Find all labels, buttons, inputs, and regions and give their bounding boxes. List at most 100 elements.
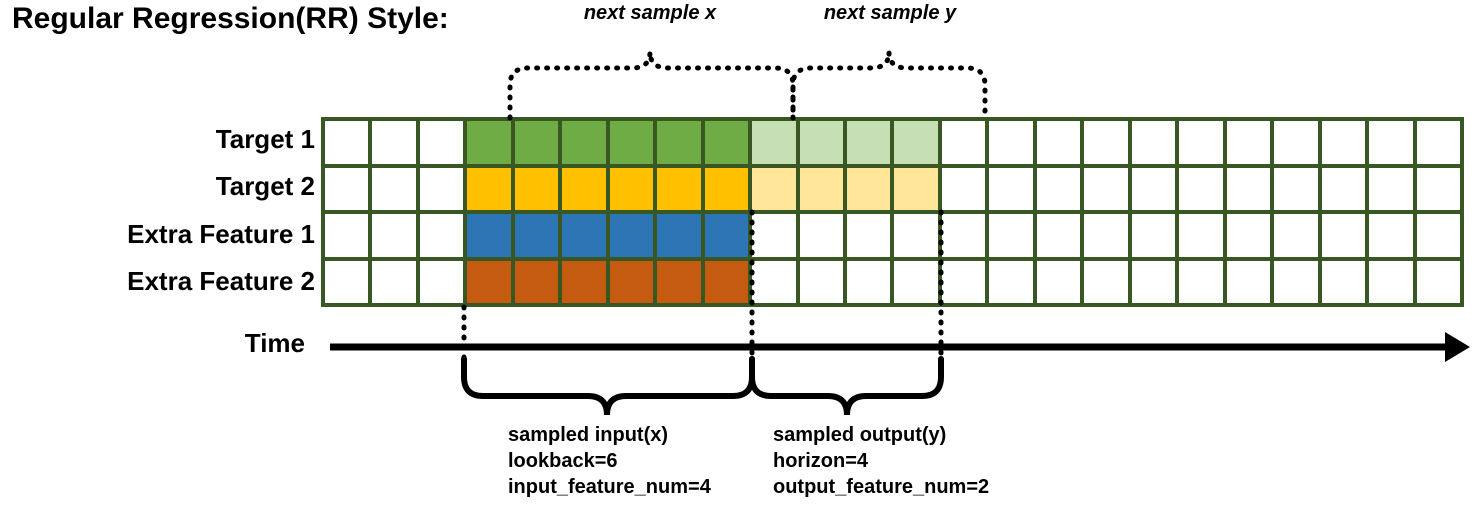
grid-cell-target-2-6-input bbox=[609, 167, 654, 210]
grid-cell-extra-feature-1-18-empty bbox=[1179, 214, 1223, 257]
grid-cell-target-2-4-input bbox=[514, 167, 559, 210]
grid-cell-target-1-11-output bbox=[847, 121, 891, 164]
time-axis-label: Time bbox=[244, 328, 305, 358]
grid-cell-extra-feature-2-3-input bbox=[467, 260, 511, 303]
grid-cell-target-2-5-input bbox=[562, 167, 606, 210]
grid-cell-extra-feature-1-5-input bbox=[562, 214, 606, 257]
grid-cell-extra-feature-2-11-empty bbox=[847, 260, 891, 303]
grid-cell-target-2-20-empty bbox=[1274, 167, 1318, 210]
grid-cell-extra-feature-2-18-empty bbox=[1179, 260, 1223, 303]
grid-cell-target-1-23-empty bbox=[1416, 121, 1460, 164]
grid-cell-target-1-18-empty bbox=[1179, 121, 1223, 164]
grid-cell-target-1-16-empty bbox=[1084, 121, 1128, 164]
grid-cell-extra-feature-1-16-empty bbox=[1084, 214, 1128, 257]
grid-cell-target-2-13-empty bbox=[941, 167, 986, 210]
grid-cell-extra-feature-2-23-empty bbox=[1416, 260, 1460, 303]
grid-cell-target-2-17-empty bbox=[1131, 167, 1176, 210]
grid-cell-target-1-1-empty bbox=[372, 121, 416, 164]
grid-cell-target-2-23-empty bbox=[1416, 167, 1460, 210]
annotation-sampled-output: sampled output(y) horizon=4 output_featu… bbox=[773, 422, 989, 500]
grid-cell-extra-feature-1-8-input bbox=[704, 214, 749, 257]
grid-cell-target-2-14-empty bbox=[989, 167, 1033, 210]
grid-cell-target-1-15-empty bbox=[1036, 121, 1081, 164]
grid-cell-extra-feature-2-19-empty bbox=[1226, 260, 1271, 303]
bottom-annotation-braces bbox=[461, 356, 944, 416]
grid-cell-target-2-11-output bbox=[847, 167, 891, 210]
grid-cell-extra-feature-1-22-empty bbox=[1369, 214, 1413, 257]
grid-cell-target-1-6-input bbox=[609, 121, 654, 164]
grid-cell-target-1-0-empty bbox=[325, 121, 369, 164]
grid-cell-target-1-10-output bbox=[799, 121, 844, 164]
grid-cell-extra-feature-1-10-empty bbox=[799, 214, 844, 257]
grid-cell-target-1-20-empty bbox=[1274, 121, 1318, 164]
grid-cell-target-2-15-empty bbox=[1036, 167, 1081, 210]
sampled-input-line2: lookback=6 bbox=[508, 450, 618, 472]
grid-cell-target-1-9-output bbox=[752, 121, 796, 164]
grid-cell-extra-feature-1-3-input bbox=[467, 214, 511, 257]
grid-cell-target-1-8-input bbox=[704, 121, 749, 164]
grid-cell-target-1-3-input bbox=[467, 121, 511, 164]
grid-cell-target-2-10-output bbox=[799, 167, 844, 210]
grid-cell-target-2-8-input bbox=[704, 167, 749, 210]
grid-cell-extra-feature-2-15-empty bbox=[1036, 260, 1081, 303]
grid-cell-extra-feature-2-12-empty bbox=[894, 260, 938, 303]
grid-cell-extra-feature-2-21-empty bbox=[1321, 260, 1366, 303]
grid-cell-extra-feature-2-5-input bbox=[562, 260, 606, 303]
sampled-input-line3: input_feature_num=4 bbox=[508, 476, 711, 498]
grid-cell-extra-feature-2-10-empty bbox=[799, 260, 844, 303]
grid-cell-extra-feature-1-12-empty bbox=[894, 214, 938, 257]
grid-cell-extra-feature-1-1-empty bbox=[372, 214, 416, 257]
grid-cell-target-1-5-input bbox=[562, 121, 606, 164]
sampled-input-line1: sampled input(x) bbox=[508, 424, 669, 446]
grid-cell-target-1-13-empty bbox=[941, 121, 986, 164]
grid-cell-extra-feature-2-0-empty bbox=[325, 260, 369, 303]
page-title: Regular Regression(RR) Style: bbox=[12, 2, 449, 35]
sampled-output-line2: horizon=4 bbox=[773, 450, 869, 472]
grid-cell-extra-feature-1-14-empty bbox=[989, 214, 1033, 257]
grid-cell-target-2-19-empty bbox=[1226, 167, 1271, 210]
grid-cell-extra-feature-1-11-empty bbox=[847, 214, 891, 257]
grid-cell-extra-feature-1-21-empty bbox=[1321, 214, 1366, 257]
grid-cell-target-1-7-input bbox=[657, 121, 701, 164]
grid-cell-extra-feature-2-13-empty bbox=[941, 260, 986, 303]
grid-cell-extra-feature-2-20-empty bbox=[1274, 260, 1318, 303]
grid-cell-extra-feature-2-6-input bbox=[609, 260, 654, 303]
grid-cell-extra-feature-2-9-empty bbox=[752, 260, 796, 303]
grid-cell-target-2-18-empty bbox=[1179, 167, 1223, 210]
grid-cell-extra-feature-2-14-empty bbox=[989, 260, 1033, 303]
grid-cell-target-2-7-input bbox=[657, 167, 701, 210]
grid-cell-extra-feature-1-6-input bbox=[609, 214, 654, 257]
grid-cell-extra-feature-1-20-empty bbox=[1274, 214, 1318, 257]
grid-cell-target-1-14-empty bbox=[989, 121, 1033, 164]
row-label-extra-feature-1: Extra Feature 1 bbox=[127, 218, 315, 249]
grid-cell-extra-feature-1-2-empty bbox=[419, 214, 464, 257]
sampled-output-line1: sampled output(y) bbox=[773, 424, 947, 446]
row-label-target-1: Target 1 bbox=[215, 123, 315, 154]
grid-cell-target-1-19-empty bbox=[1226, 121, 1271, 164]
grid-cell-extra-feature-2-7-input bbox=[657, 260, 701, 303]
grid-cell-target-1-17-empty bbox=[1131, 121, 1176, 164]
grid-cell-extra-feature-1-4-input bbox=[514, 214, 559, 257]
grid-cell-target-2-3-input bbox=[467, 167, 511, 210]
grid-cell-extra-feature-1-7-input bbox=[657, 214, 701, 257]
row-label-target-2: Target 2 bbox=[215, 171, 315, 202]
sampled-output-line3: output_feature_num=2 bbox=[773, 476, 990, 498]
grid-cell-target-2-12-output bbox=[894, 167, 938, 210]
grid-cell-target-2-22-empty bbox=[1369, 167, 1413, 210]
grid-cell-extra-feature-2-17-empty bbox=[1131, 260, 1176, 303]
grid-cell-extra-feature-2-2-empty bbox=[419, 260, 464, 303]
grid-cell-target-1-22-empty bbox=[1369, 121, 1413, 164]
grid-cell-target-1-12-output bbox=[894, 121, 938, 164]
grid-cell-target-2-16-empty bbox=[1084, 167, 1128, 210]
timeline-grid bbox=[321, 117, 1464, 307]
row-label-extra-feature-2: Extra Feature 2 bbox=[127, 266, 315, 297]
grid-cell-target-1-2-empty bbox=[419, 121, 464, 164]
grid-cell-extra-feature-1-0-empty bbox=[325, 214, 369, 257]
grid-cell-target-1-21-empty bbox=[1321, 121, 1366, 164]
grid-cell-extra-feature-1-13-empty bbox=[941, 214, 986, 257]
grid-cell-target-2-9-output bbox=[752, 167, 796, 210]
grid-cell-extra-feature-1-17-empty bbox=[1131, 214, 1176, 257]
annotation-next-sample-x: next sample x bbox=[583, 2, 717, 24]
grid-cell-extra-feature-1-23-empty bbox=[1416, 214, 1460, 257]
